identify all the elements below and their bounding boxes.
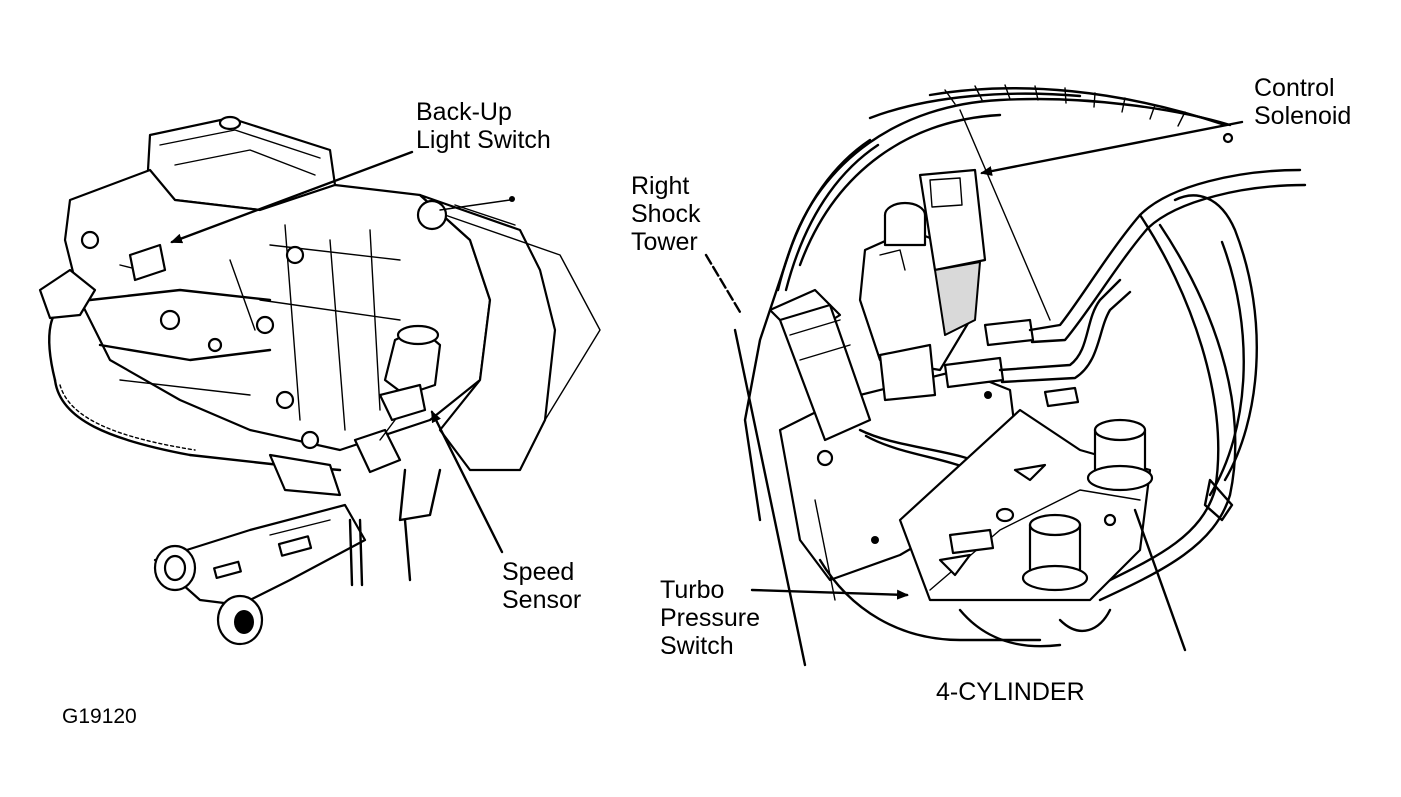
turbo-pressure-switch-label-line1: Turbo: [660, 576, 725, 604]
speed-sensor-leader: [430, 410, 504, 554]
shock-tower-leader: [704, 253, 742, 314]
right-shock-tower-label-line2: Shock: [631, 200, 701, 228]
turbo-pressure-switch-label-line3: Switch: [660, 632, 734, 660]
engine-bay-illustration: [733, 84, 1307, 667]
turbo-switch-leader: [750, 588, 909, 600]
speed-sensor-label: Speed Sensor: [502, 558, 581, 614]
control-solenoid-label-line2: Solenoid: [1254, 102, 1352, 130]
caption-4-cylinder: 4-CYLINDER: [936, 678, 1085, 706]
backup-switch-label-line2: Light Switch: [416, 126, 551, 154]
control-solenoid-label-line1: Control: [1254, 74, 1335, 102]
control-solenoid-label: Control Solenoid: [1254, 74, 1351, 130]
control-solenoid-leader: [980, 120, 1244, 176]
right-shock-tower-label-line1: Right: [631, 172, 690, 200]
backup-switch-label: Back-Up Light Switch: [416, 98, 551, 154]
backup-switch-label-line1: Back-Up: [416, 98, 512, 126]
transmission-illustration: [38, 115, 601, 646]
turbo-pressure-switch-label: Turbo Pressure Switch: [660, 576, 760, 660]
backup-switch-leader: [170, 150, 414, 244]
turbo-pressure-switch-label-line2: Pressure: [660, 604, 761, 632]
right-shock-tower-label: Right Shock Tower: [631, 172, 700, 256]
speed-sensor-label-line1: Speed: [502, 558, 575, 586]
speed-sensor-label-line2: Sensor: [502, 586, 582, 614]
figure-id: G19120: [62, 705, 137, 728]
right-shock-tower-label-line3: Tower: [631, 228, 698, 256]
